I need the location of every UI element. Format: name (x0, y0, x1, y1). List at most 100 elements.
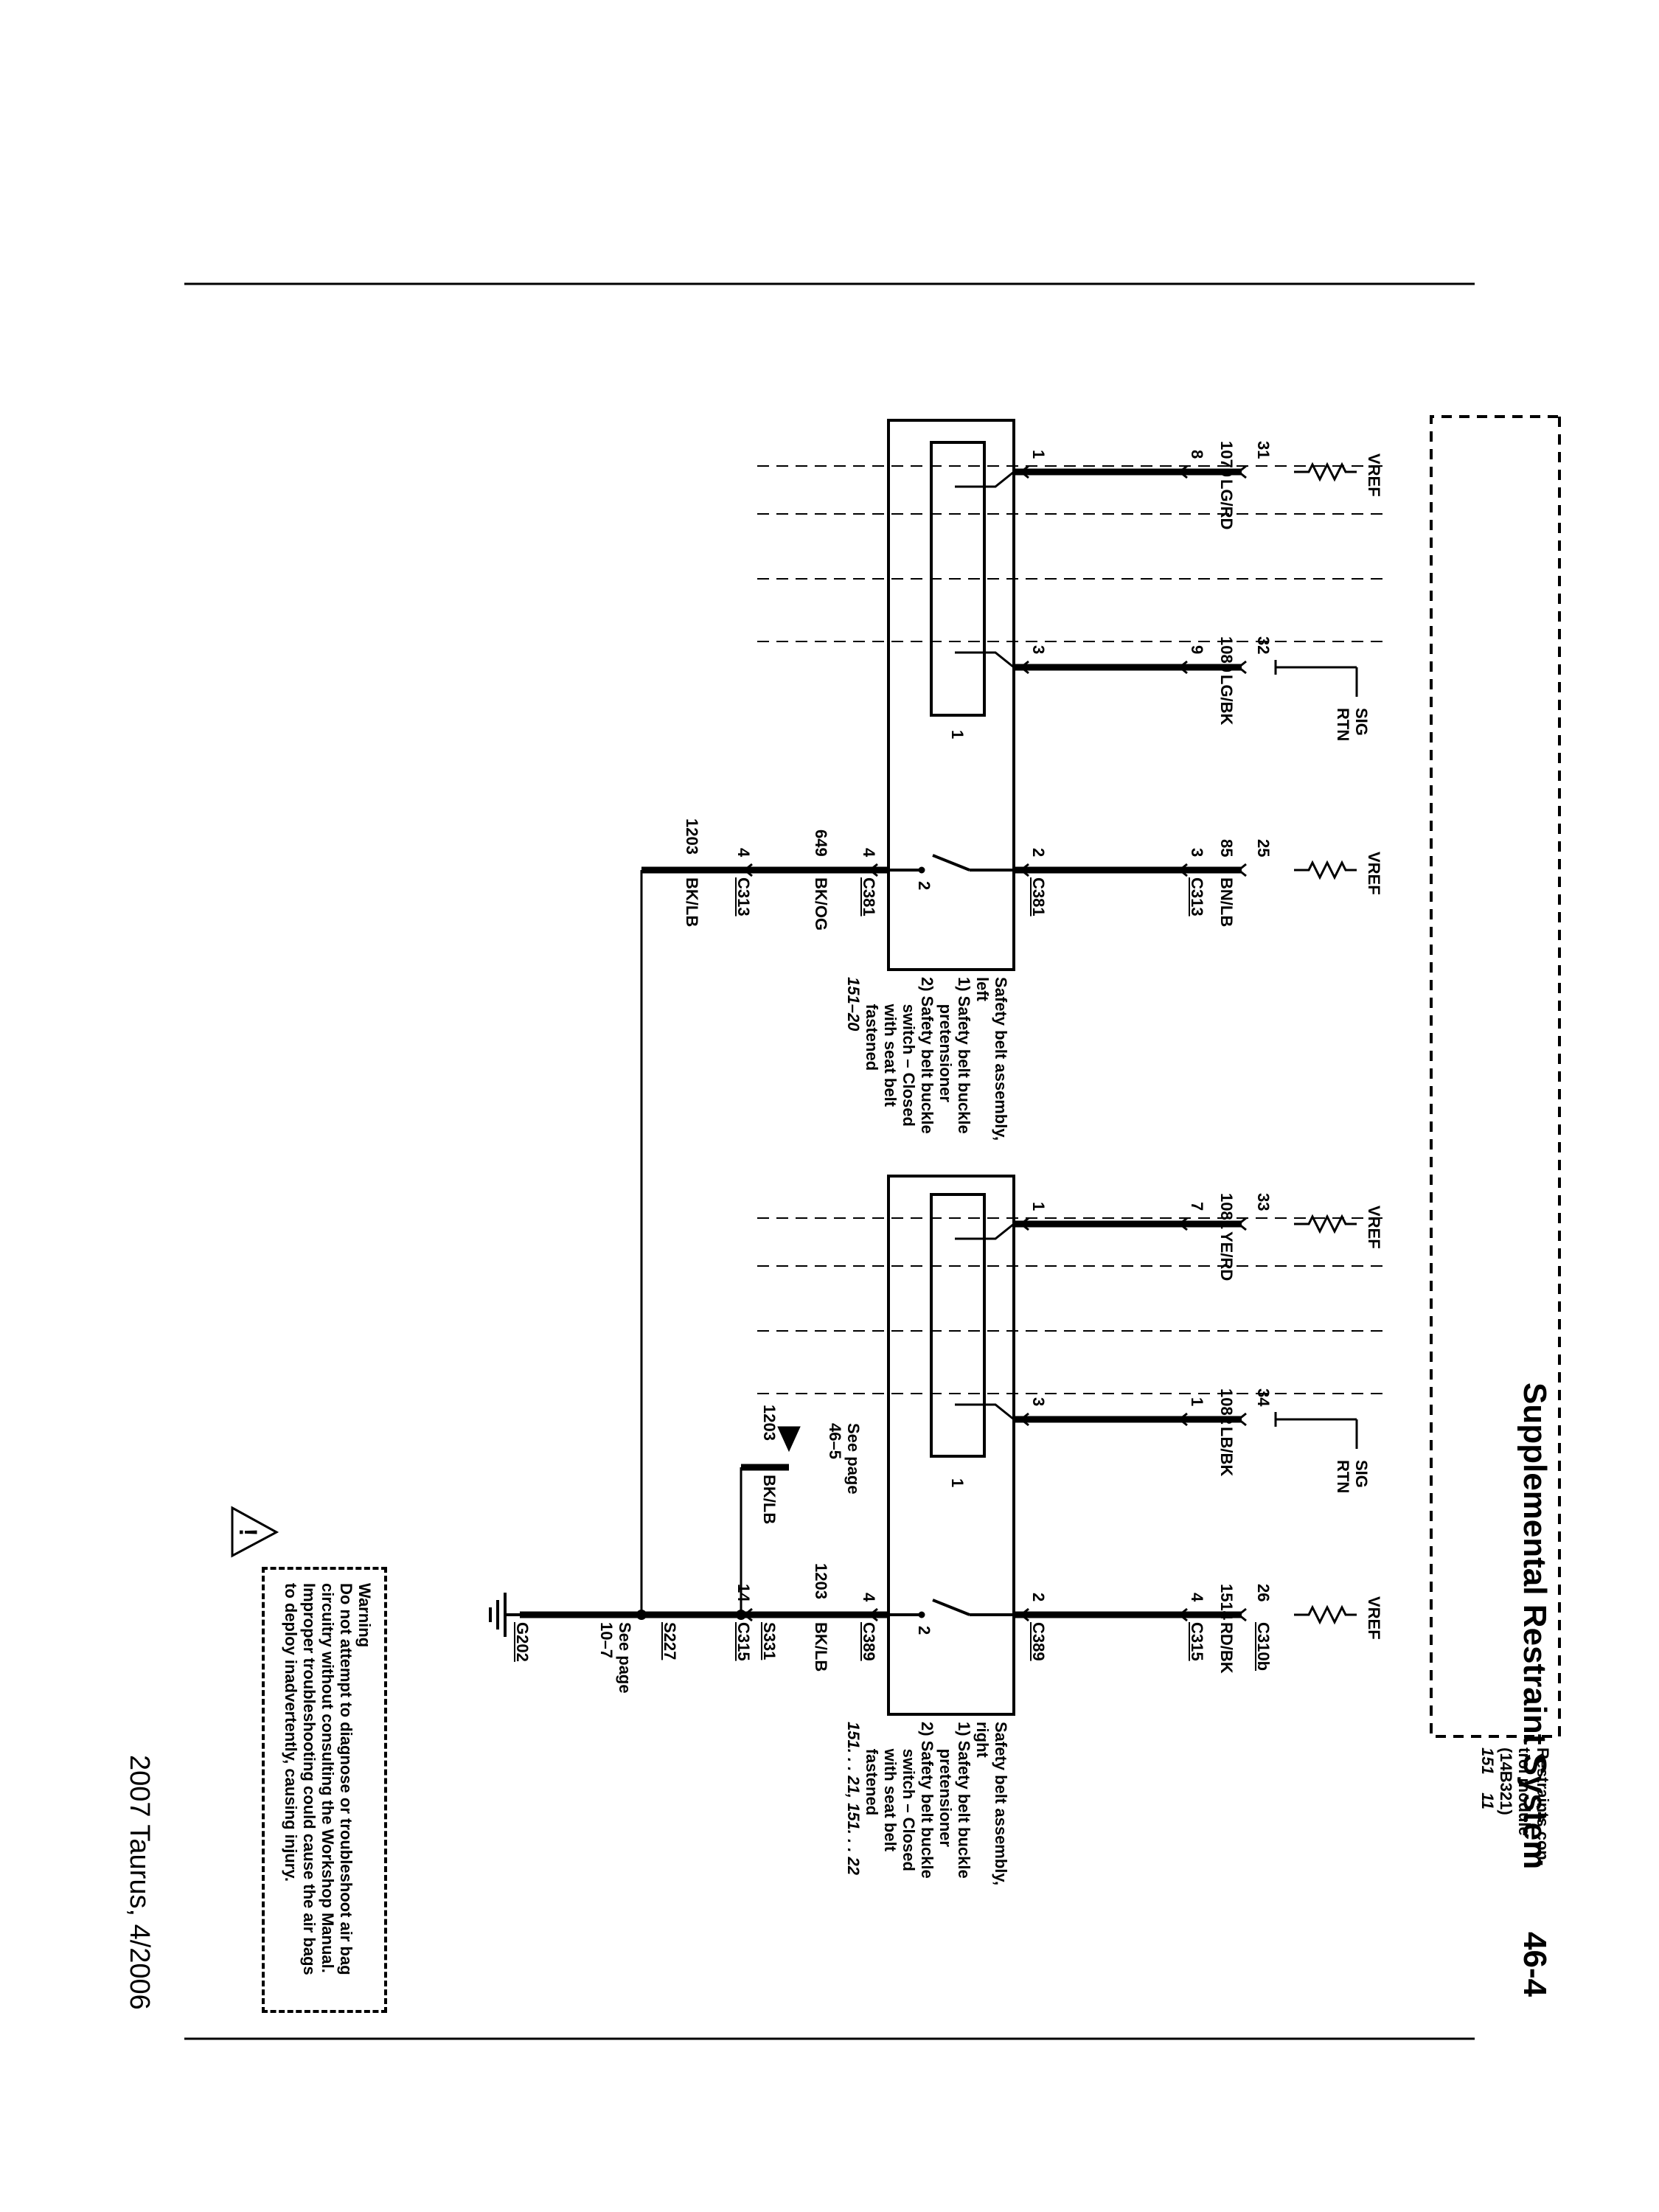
splice-s331 (736, 1610, 746, 1620)
module-ref-1: 151 (1478, 1747, 1497, 1775)
vref-label-1: VREF (1365, 453, 1383, 497)
see-page-line-1: See page (616, 1622, 634, 1694)
rtn-label-1: RTN (1334, 708, 1352, 742)
splice-s227-label: S227 (661, 1622, 679, 1660)
pin-3: 3 (1188, 848, 1206, 858)
vref-label-2: VREF (1365, 852, 1383, 895)
pin-26: 26 (1254, 1584, 1273, 1602)
pin-4: 4 (1188, 1593, 1206, 1602)
left-desc-line-3: 1) Safety belt buckle (955, 977, 973, 1134)
offpage-letter-b: B (806, 1430, 821, 1440)
left-component-1: 1 (948, 730, 967, 740)
splice-s331-label: S331 (760, 1622, 779, 1660)
warning-triangle-icon (231, 1506, 279, 1558)
rtn-label-2: RTN (1334, 1460, 1352, 1494)
right-switch-out-connector: C389 (860, 1622, 878, 1661)
pin-1: 1 (1188, 1397, 1206, 1407)
right-desc-line-5: 2) Safety belt buckle (918, 1722, 936, 1879)
color-lg-bk: LG/BK (1217, 675, 1236, 726)
left-switch-out-pin: 4 (860, 848, 878, 858)
warning-line-2: circuitry without consulting the Worksho… (319, 1583, 337, 1973)
left-desc-line-1: Safety belt assembly, (992, 977, 1010, 1141)
module-line-1: Restraints con- (1534, 1747, 1552, 1866)
left-pretensioner-box (930, 441, 986, 717)
right-desc-line-6: switch – Closed (900, 1722, 918, 1871)
left-wires (640, 419, 1382, 1615)
module-ref-2: 11 (1478, 1792, 1497, 1810)
right-desc-line-7: with seat belt (881, 1722, 900, 1852)
right-component-1: 1 (948, 1478, 967, 1488)
color-bn-lb: BN/LB (1217, 877, 1236, 928)
pin-1-c381: 1 (1029, 450, 1048, 459)
circuit-649: 649 (812, 830, 830, 857)
left-lead-b (955, 651, 1015, 669)
right-wires (489, 1175, 1382, 1716)
module-label: Restraints con- trol module (14B321) 151… (1478, 1747, 1552, 1865)
vref-resistor-icon (1294, 462, 1357, 482)
left-desc-line-4: pretensioner (936, 977, 955, 1102)
left-lower-pin: 4 (734, 848, 753, 858)
pin-1-c389: 1 (1029, 1202, 1048, 1211)
warning-line-1: Do not attempt to diagnose or troublesho… (337, 1583, 355, 1975)
offpage-see-page: See page 46–5 (826, 1423, 863, 1495)
right-desc-line-8: fastened (863, 1722, 881, 1816)
circuit-1203-right: 1203 (812, 1563, 830, 1599)
see-page-10-7: See page 10–7 (597, 1622, 634, 1694)
right-switch-out-pin: 4 (860, 1593, 878, 1602)
pin-3-c381: 3 (1029, 645, 1048, 655)
right-switch-2: 2 (915, 1626, 933, 1635)
right-desc-ref: 151. . . 21, 151. . . 22 (844, 1722, 863, 1875)
color-bk-lb-left: BK/LB (683, 877, 701, 928)
connector-c315-lower: C315 (734, 1622, 753, 1661)
pin-32: 32 (1254, 636, 1273, 655)
ground-g202-label: G202 (513, 1622, 532, 1662)
footer-text: 2007 Taurus, 4/2006 (124, 1755, 155, 2010)
pin-9: 9 (1188, 645, 1206, 655)
warning-heading: Warning (355, 1583, 374, 1648)
connector-markers (742, 465, 1247, 1622)
module-internals (1274, 462, 1358, 1625)
circuit-1080: 1080 (1217, 636, 1236, 672)
connector-c310b: C310b (1254, 1622, 1273, 1672)
offpage-color-bk-lb: BK/LB (760, 1475, 779, 1525)
left-assembly-description: Safety belt assembly, left 1) Safety bel… (844, 977, 1010, 1141)
circuit-1082: 1082 (1217, 1388, 1236, 1425)
pin-31: 31 (1254, 441, 1273, 459)
module-line-2: trol module (1515, 1747, 1534, 1836)
right-assembly-box (887, 1175, 1015, 1716)
left-desc-line-7: with seat belt (881, 977, 900, 1107)
page-number: 46-4 (1517, 1932, 1553, 1997)
vref-label-4: VREF (1365, 1596, 1383, 1640)
pin-33: 33 (1254, 1193, 1273, 1211)
connector-c315: C315 (1188, 1622, 1206, 1661)
circuit-1081: 1081 (1217, 1193, 1236, 1229)
connector-c313: C313 (1188, 877, 1206, 917)
right-desc-line-2: right (973, 1722, 992, 1758)
left-switch-2: 2 (915, 881, 933, 891)
circuit-1514: 1514 (1217, 1584, 1236, 1620)
right-switch-blade (932, 1599, 970, 1616)
pin-3-c389: 3 (1029, 1397, 1048, 1407)
right-desc-line-3: 1) Safety belt buckle (955, 1722, 973, 1879)
color-bk-lb-right: BK/LB (812, 1622, 830, 1672)
pin-34: 34 (1254, 1388, 1273, 1407)
pin-2-c381: 2 (1029, 848, 1048, 858)
color-lb-bk: LB/BK (1217, 1427, 1236, 1477)
offpage-b-arrow (777, 1426, 801, 1453)
color-lg-rd: LG/RD (1217, 479, 1236, 530)
circuit-1203-left: 1203 (683, 818, 701, 855)
warning-line-4: to deploy inadvertently, causing injury. (282, 1583, 300, 1882)
sig-label-1: SIG (1352, 708, 1371, 736)
splice-s227 (636, 1610, 647, 1620)
circuit-85: 85 (1217, 839, 1236, 858)
color-bk-og: BK/OG (812, 877, 830, 931)
left-lower-connector: C313 (734, 877, 753, 917)
left-desc-line-2: left (973, 977, 992, 1001)
pin-25: 25 (1254, 839, 1273, 858)
left-desc-line-6: switch – Closed (900, 977, 918, 1127)
right-desc-line-4: pretensioner (936, 1722, 955, 1847)
module-box (1430, 415, 1561, 1738)
